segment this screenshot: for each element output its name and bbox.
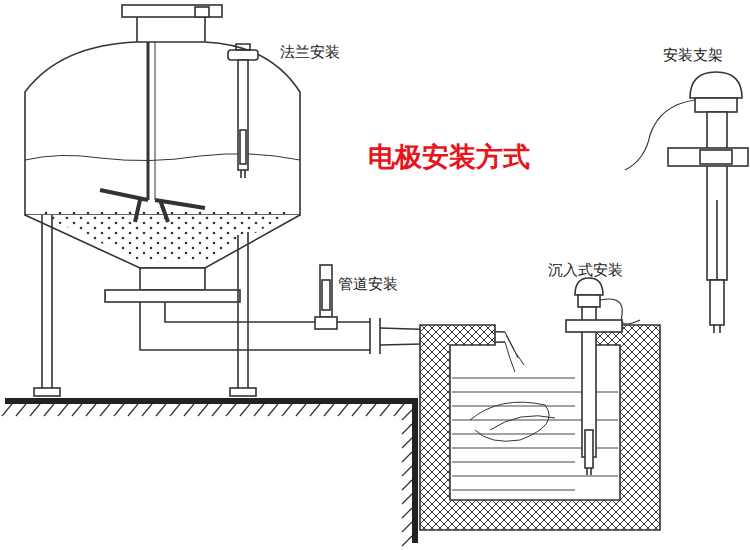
diagram-title: 电极安装方式 <box>368 142 530 172</box>
mounting-bracket <box>625 72 748 333</box>
submerged-electrode <box>566 278 640 475</box>
flange-electrode <box>228 44 258 178</box>
part-label: 管道安装 <box>338 276 398 293</box>
part-label: 沉入式安装 <box>548 262 623 279</box>
pipe-electrode <box>315 265 337 329</box>
basin <box>420 325 660 530</box>
part-label: 安装支架 <box>663 47 723 64</box>
ground <box>2 398 418 546</box>
part-label: 法兰安装 <box>280 44 340 61</box>
